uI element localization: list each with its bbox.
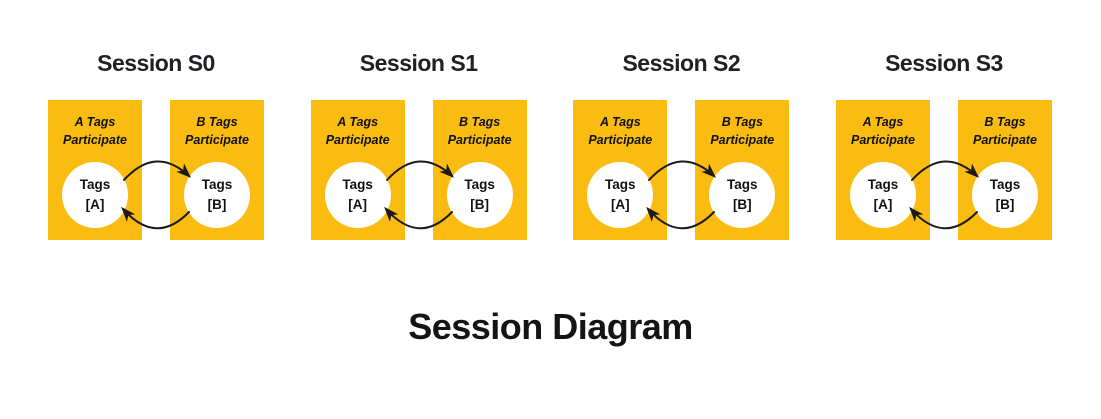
- card-label: B Tags Participate: [447, 115, 512, 147]
- b-tags-card: B Tags Participate Tags [B]: [695, 100, 790, 240]
- card-label: A Tags Participate: [588, 115, 653, 147]
- card-label: B Tags Participate: [973, 115, 1037, 147]
- tags-node-a: Tags [A]: [324, 162, 391, 228]
- card-label: B Tags Participate: [185, 115, 249, 147]
- tags-node-b: Tags [B]: [709, 162, 776, 228]
- session-title: Session S2: [622, 50, 741, 76]
- diagram-title: Session Diagram: [408, 306, 693, 347]
- session-pair: A Tags Participate Tags [A] B Tags Parti…: [835, 100, 1052, 240]
- session-pair: A Tags Participate Tags [A] B Tags Parti…: [310, 100, 527, 240]
- card-label: A Tags Participate: [851, 115, 915, 147]
- sessions-row: Session S0 A Tags Participate Tags [A] B…: [48, 50, 1052, 240]
- session-title: Session S3: [885, 50, 1003, 76]
- session-title: Session S1: [359, 50, 478, 76]
- card-label: A Tags Participate: [63, 115, 127, 147]
- tags-node-a: Tags [A]: [849, 162, 916, 228]
- card-label: B Tags Participate: [710, 115, 775, 147]
- session-block-s0: Session S0 A Tags Participate Tags [A] B…: [48, 50, 264, 240]
- session-pair: A Tags Participate Tags [A] B Tags Parti…: [573, 100, 790, 240]
- tags-node-a: Tags [A]: [62, 162, 128, 228]
- tags-node-a: Tags [A]: [587, 162, 654, 228]
- a-tags-card: A Tags Participate Tags [A]: [573, 100, 668, 240]
- tags-node-b: Tags [B]: [184, 162, 250, 228]
- b-tags-card: B Tags Participate Tags [B]: [432, 100, 527, 240]
- session-block-s1: Session S1 A Tags Participate Tags [A] B…: [310, 50, 527, 240]
- session-block-s2: Session S2 A Tags Participate Tags [A] B…: [573, 50, 790, 240]
- tags-node-b: Tags [B]: [971, 162, 1038, 228]
- session-pair: A Tags Participate Tags [A] B Tags Parti…: [48, 100, 264, 240]
- a-tags-card: A Tags Participate Tags [A]: [48, 100, 142, 240]
- a-tags-card: A Tags Participate Tags [A]: [310, 100, 405, 240]
- a-tags-card: A Tags Participate Tags [A]: [835, 100, 930, 240]
- session-title: Session S0: [97, 50, 215, 76]
- card-label: A Tags Participate: [325, 115, 390, 147]
- b-tags-card: B Tags Participate Tags [B]: [170, 100, 264, 240]
- session-block-s3: Session S3 A Tags Participate Tags [A] B…: [835, 50, 1052, 240]
- b-tags-card: B Tags Participate Tags [B]: [957, 100, 1052, 240]
- tags-node-b: Tags [B]: [446, 162, 513, 228]
